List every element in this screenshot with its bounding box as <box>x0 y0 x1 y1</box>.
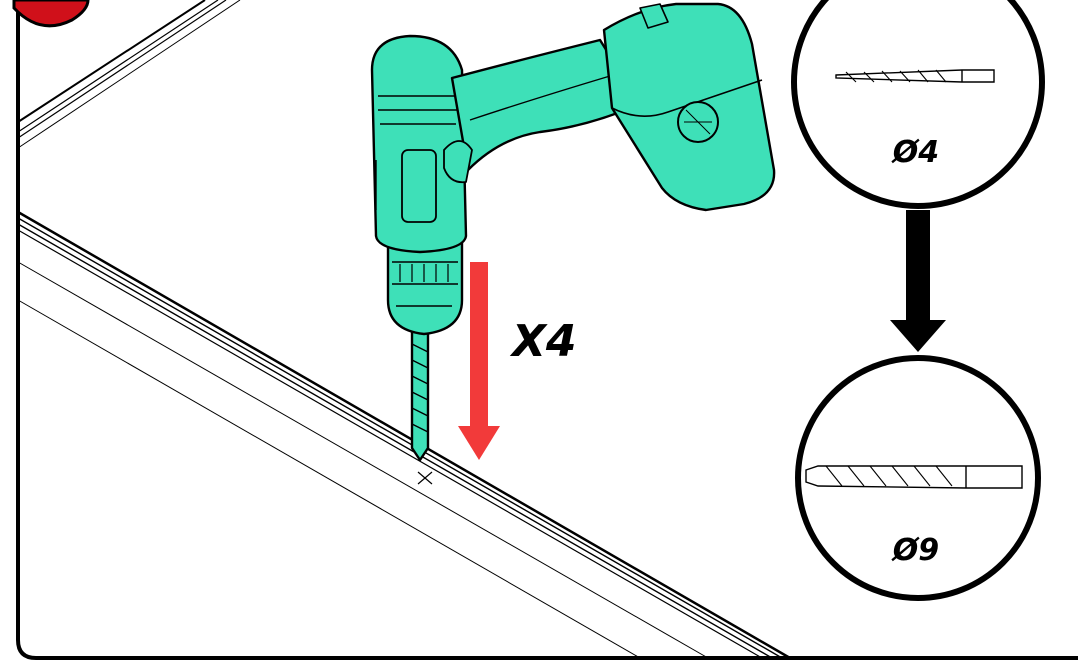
drill-mark <box>417 471 433 485</box>
bit-large-label: Ø9 <box>891 533 939 568</box>
bit-small-label: Ø4 <box>891 135 939 170</box>
panel-frame <box>16 0 1078 660</box>
bit-small-callout: Ø4 <box>791 0 1045 209</box>
arrow-down-icon <box>458 262 500 460</box>
quantity-label: X4 <box>509 316 577 367</box>
cordless-drill-icon <box>370 2 776 462</box>
step-badge <box>12 0 90 28</box>
drill-bit-large-icon <box>805 465 1023 489</box>
bit-large-callout: Ø9 <box>795 355 1041 601</box>
board-profile <box>17 210 791 660</box>
sequence-arrow-icon <box>890 210 946 352</box>
drill-bit-small-icon <box>835 69 995 83</box>
upper-board-edge <box>17 0 241 149</box>
